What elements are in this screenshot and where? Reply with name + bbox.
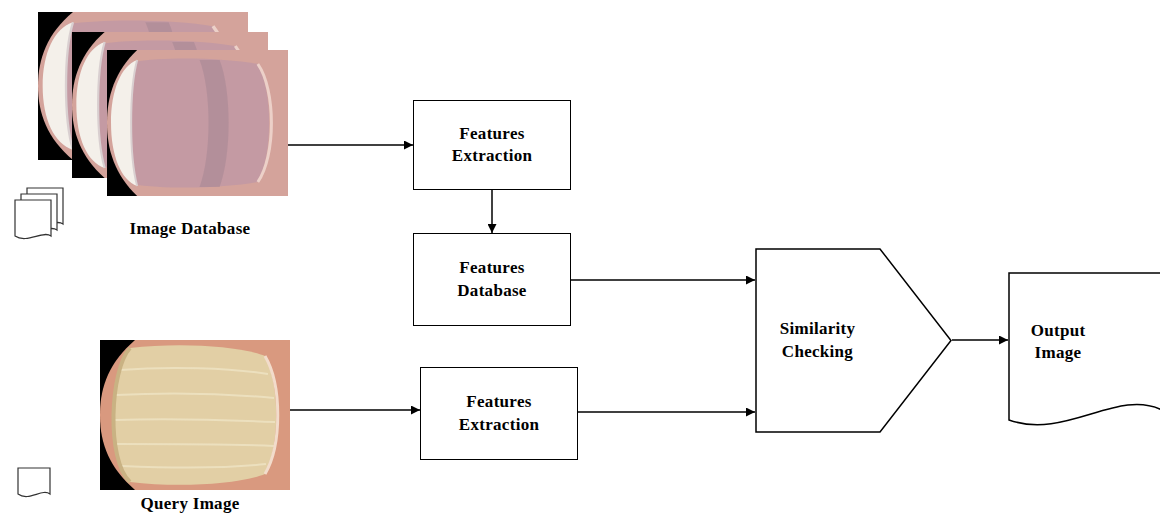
query-image: Query Image [100,340,290,490]
nail-photo [107,50,288,196]
node-label: Output Image [1013,320,1103,364]
document-icon [18,468,50,497]
node-label: Image Database [130,219,251,239]
flow-arrow [578,411,755,413]
database-box: Features Database [413,233,571,326]
image-database: Image Database [38,12,288,196]
node-label: Features Extraction [439,391,559,435]
flow-arrow [288,144,413,146]
process-box: Features Extraction [420,367,578,460]
flow-arrow [571,279,755,281]
process-box: Features Extraction [413,100,571,190]
pentagon-shape [755,248,952,433]
document-outline [1009,273,1160,425]
flow-arrow [290,409,420,411]
documents-icon [15,188,63,239]
flow-arrow [952,339,1008,341]
document-shape [1008,272,1160,432]
pentagon-outline [756,249,951,432]
node-label: Features Database [432,257,552,301]
nail-photo [100,340,290,490]
flow-arrow [491,190,493,233]
output-document: Output Image [1008,272,1160,432]
node-label: Features Extraction [432,123,552,167]
node-label: Query Image [140,494,239,514]
node-label: Similarity Checking [763,318,872,362]
similarity-pentagon: Similarity Checking [755,248,952,433]
